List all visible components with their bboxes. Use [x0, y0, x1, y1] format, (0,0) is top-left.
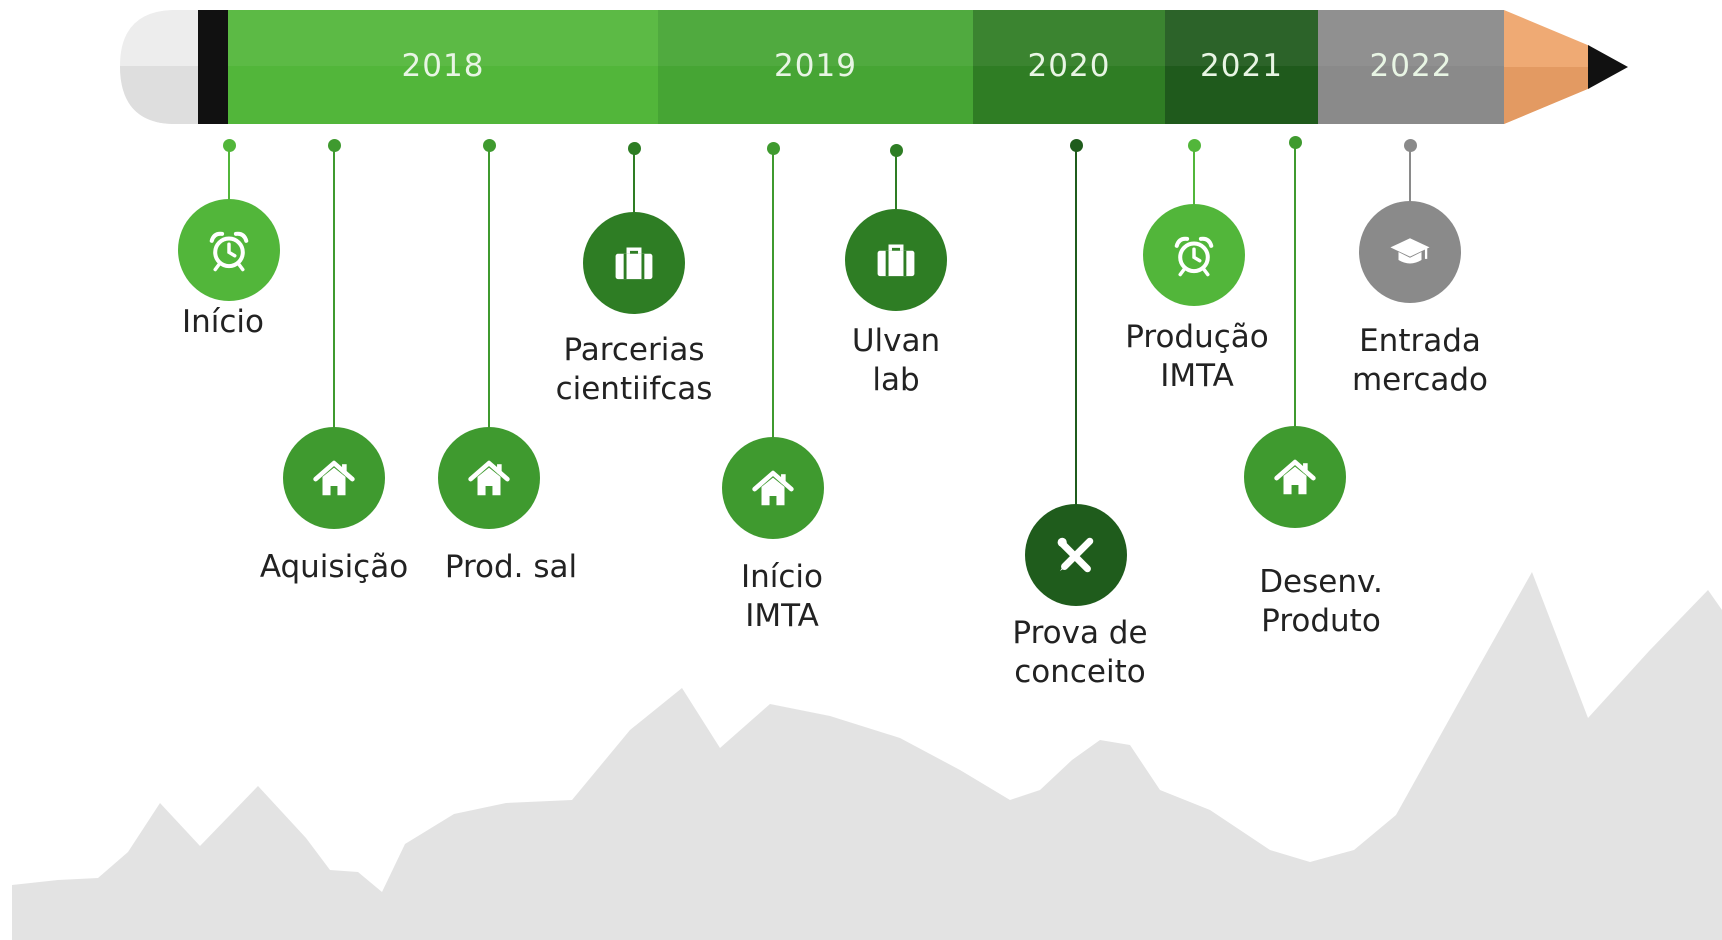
house-icon [1272, 454, 1318, 500]
graduation-cap-icon [1387, 229, 1433, 275]
event-icon-circle [1359, 201, 1461, 303]
year-segment-2018 [228, 10, 658, 124]
event-marker-dot [889, 143, 903, 157]
event-icon-circle [178, 199, 280, 301]
event-connector-line [333, 145, 335, 431]
tools-icon [1053, 532, 1099, 578]
event-label: Entrada mercado [1351, 323, 1489, 398]
year-label-2018: 2018 [401, 48, 485, 84]
house-icon [311, 455, 357, 501]
event-connector-line [1409, 145, 1411, 205]
event-marker-dot [482, 138, 496, 152]
year-segment-2019 [658, 10, 973, 124]
event-connector-line [772, 148, 774, 441]
event-icon-circle [1025, 504, 1127, 606]
event-marker-dot [1187, 138, 1201, 152]
event-marker-dot [1288, 135, 1302, 149]
event-label: Aquisição [259, 549, 409, 585]
briefcase-icon [873, 237, 919, 283]
event-marker-dot [327, 138, 341, 152]
event-connector-line [228, 145, 230, 203]
event-icon-circle [438, 427, 540, 529]
mountain-silhouette [12, 572, 1722, 940]
event-icon-circle [283, 427, 385, 529]
event-marker-dot [1069, 138, 1083, 152]
pencil-lead [1588, 45, 1628, 89]
year-label-2019: 2019 [774, 48, 857, 84]
event-connector-line [895, 150, 897, 213]
event-icon-circle [1244, 426, 1346, 528]
event-label: Prod. sal [444, 549, 578, 585]
alarm-clock-icon [1171, 232, 1217, 278]
event-icon-circle [583, 212, 685, 314]
house-icon [466, 455, 512, 501]
event-connector-line [633, 148, 635, 216]
pencil-shine [228, 10, 1504, 66]
event-connector-line [488, 145, 490, 431]
year-segment-2021 [1165, 10, 1318, 124]
pencil-ferrule [198, 10, 228, 124]
year-label-2022: 2022 [1369, 48, 1453, 84]
event-label: Início IMTA [740, 559, 824, 634]
event-label: Parcerias cientiifcas [555, 332, 713, 407]
alarm-clock-icon [206, 227, 252, 273]
event-label: Prova de conceito [1012, 615, 1148, 690]
event-marker-dot [766, 141, 780, 155]
event-marker-dot [627, 141, 641, 155]
event-connector-line [1294, 142, 1296, 430]
event-connector-line [1193, 145, 1195, 208]
year-label-2021: 2021 [1200, 48, 1283, 84]
year-label-2020: 2020 [1027, 48, 1111, 84]
event-connector-line [1075, 145, 1077, 508]
event-label: Início [181, 304, 265, 340]
event-icon-circle [1143, 204, 1245, 306]
event-icon-circle [845, 209, 947, 311]
event-marker-dot [1403, 138, 1417, 152]
briefcase-icon [611, 240, 657, 286]
year-segment-2022 [1318, 10, 1504, 124]
pencil-eraser-shade [120, 66, 200, 124]
event-icon-circle [722, 437, 824, 539]
house-icon [750, 465, 796, 511]
year-segment-2020 [973, 10, 1165, 124]
event-label: Ulvan lab [851, 323, 941, 398]
event-label: Produção IMTA [1125, 319, 1269, 394]
event-label: Desenv. Produto [1259, 564, 1383, 639]
event-marker-dot [222, 138, 236, 152]
pencil-tip-wood-shade [1504, 67, 1590, 124]
